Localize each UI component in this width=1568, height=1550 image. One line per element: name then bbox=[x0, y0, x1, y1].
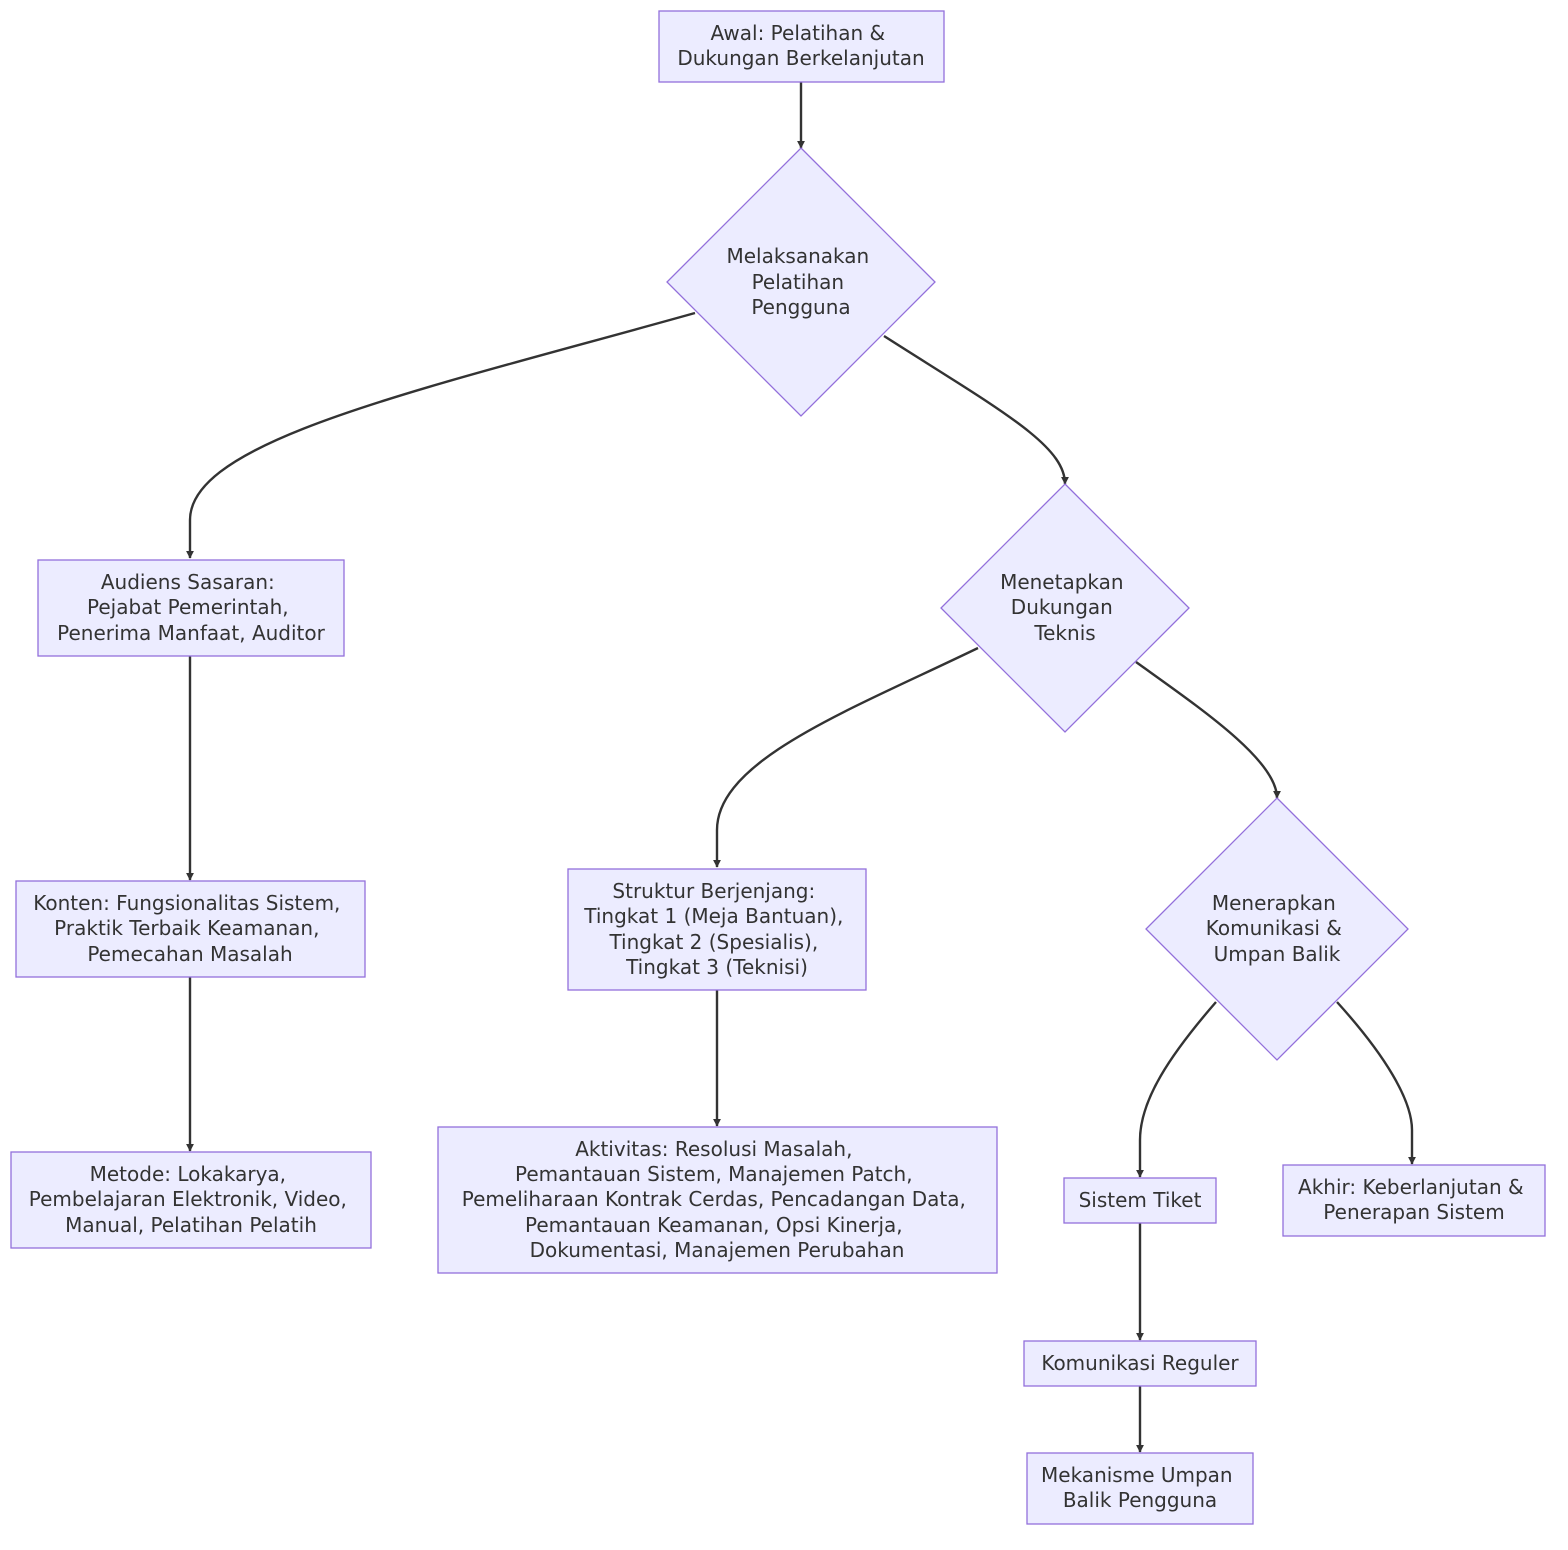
node-activities: Aktivitas: Resolusi Masalah, Pemantauan … bbox=[437, 1126, 998, 1274]
node-training-label: Melaksanakan Pelatihan Pengguna bbox=[726, 244, 875, 319]
node-content: Konten: Fungsionalitas Sistem, Praktik T… bbox=[15, 880, 366, 978]
node-support: Menetapkan Dukungan Teknis bbox=[940, 483, 1190, 733]
node-feedback-label: Mekanisme Umpan Balik Pengguna bbox=[1041, 1463, 1239, 1512]
edge-support-to-tiered bbox=[713, 646, 979, 868]
node-ticket: Sistem Tiket bbox=[1063, 1177, 1217, 1224]
edge-training-to-support bbox=[883, 334, 1069, 485]
node-ticket-label: Sistem Tiket bbox=[1079, 1188, 1202, 1212]
edge-training-to-audience bbox=[186, 311, 696, 559]
edge-communication-to-ticket bbox=[1136, 1001, 1217, 1178]
node-start-label: Awal: Pelatihan & Dukungan Berkelanjutan bbox=[677, 21, 924, 70]
node-end-label: Akhir: Keberlanjutan & Penerapan Sistem bbox=[1298, 1175, 1530, 1224]
node-tiered-label: Struktur Berjenjang: Tingkat 1 (Meja Ban… bbox=[583, 879, 849, 979]
edge-communication-to-end bbox=[1336, 1001, 1416, 1165]
edge-support-to-communication bbox=[1135, 661, 1281, 799]
node-regular: Komunikasi Reguler bbox=[1023, 1340, 1257, 1387]
node-support-label: Menetapkan Dukungan Teknis bbox=[1000, 570, 1130, 645]
node-feedback: Mekanisme Umpan Balik Pengguna bbox=[1026, 1452, 1254, 1525]
edges bbox=[186, 82, 1416, 1453]
node-audience: Audiens Sasaran: Pejabat Pemerintah, Pen… bbox=[37, 559, 345, 657]
node-activities-label: Aktivitas: Resolusi Masalah, Pemantauan … bbox=[462, 1137, 972, 1262]
node-training: Melaksanakan Pelatihan Pengguna bbox=[666, 147, 936, 417]
node-audience-label: Audiens Sasaran: Pejabat Pemerintah, Pen… bbox=[57, 570, 325, 645]
node-tiered: Struktur Berjenjang: Tingkat 1 (Meja Ban… bbox=[567, 868, 867, 991]
node-communication-label: Menerapkan Komunikasi & Umpan Balik bbox=[1206, 891, 1349, 966]
node-communication: Menerapkan Komunikasi & Umpan Balik bbox=[1145, 797, 1409, 1061]
node-methods: Metode: Lokakarya, Pembelajaran Elektron… bbox=[10, 1151, 372, 1249]
node-regular-label: Komunikasi Reguler bbox=[1041, 1351, 1239, 1375]
node-start: Awal: Pelatihan & Dukungan Berkelanjutan bbox=[658, 10, 945, 83]
node-content-label: Konten: Fungsionalitas Sistem, Praktik T… bbox=[33, 891, 347, 966]
node-methods-label: Metode: Lokakarya, Pembelajaran Elektron… bbox=[29, 1162, 354, 1237]
node-end: Akhir: Keberlanjutan & Penerapan Sistem bbox=[1282, 1164, 1546, 1237]
